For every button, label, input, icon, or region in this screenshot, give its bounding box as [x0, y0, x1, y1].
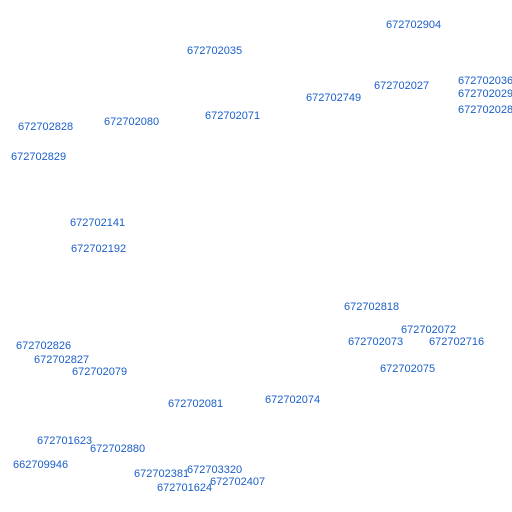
map-label[interactable]: 672702827	[34, 354, 90, 366]
map-label[interactable]: 672702035	[187, 45, 243, 57]
map-label[interactable]: 672702029	[458, 88, 512, 100]
map-label[interactable]: 672703320	[187, 464, 243, 476]
map-label[interactable]: 672702141	[70, 217, 126, 229]
map-label[interactable]: 672702716	[429, 336, 485, 348]
map-label[interactable]: 672702027	[374, 80, 430, 92]
map-label[interactable]: 672702074	[265, 394, 321, 406]
map-label[interactable]: 672702081	[168, 398, 224, 410]
map-label[interactable]: 672702828	[18, 121, 74, 133]
map-label[interactable]: 672702075	[380, 363, 436, 375]
map-label[interactable]: 672702381	[134, 468, 190, 480]
map-label[interactable]: 672702073	[348, 336, 404, 348]
map-label[interactable]: 672702904	[386, 19, 442, 31]
map-label[interactable]: 672702071	[205, 110, 261, 122]
map-label[interactable]: 672702028	[458, 104, 512, 116]
map-label[interactable]: 672701623	[37, 435, 93, 447]
map-label[interactable]: 672702826	[16, 340, 72, 352]
map-label[interactable]: 672702079	[72, 366, 128, 378]
map-label[interactable]: 672702072	[401, 324, 457, 336]
map-label[interactable]: 672702829	[11, 151, 67, 163]
map-label[interactable]: 672702080	[104, 116, 160, 128]
map-label[interactable]: 672701624	[157, 482, 213, 494]
map-label[interactable]: 672702749	[306, 92, 362, 104]
map-label[interactable]: 662709946	[13, 459, 69, 471]
map-label[interactable]: 672702407	[210, 476, 266, 488]
map-label[interactable]: 672702192	[71, 243, 127, 255]
map-label[interactable]: 672702036	[458, 75, 512, 87]
map-label[interactable]: 672702880	[90, 443, 146, 455]
map-label[interactable]: 672702818	[344, 301, 400, 313]
